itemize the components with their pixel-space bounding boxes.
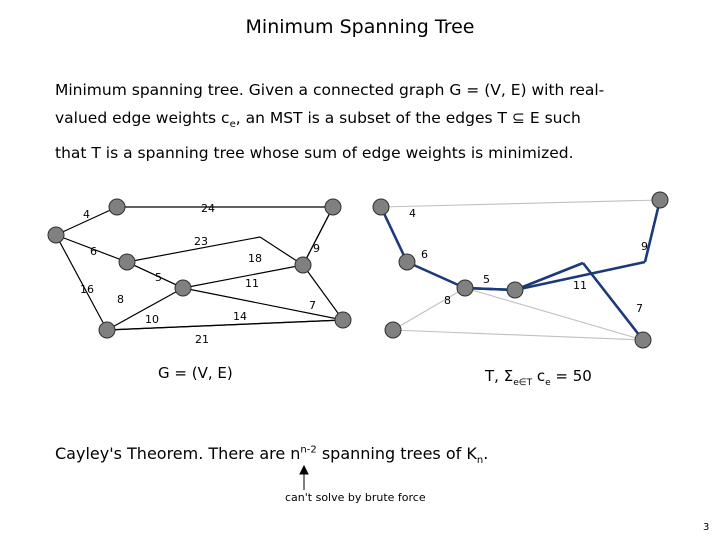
- graph-edge: [106, 319, 344, 331]
- edge-weight: 6: [90, 245, 97, 258]
- edge-weight: 21: [195, 333, 209, 346]
- graph-edge: [302, 206, 334, 266]
- definition-term: Minimum spanning tree.: [55, 81, 244, 99]
- graph-node: [634, 331, 652, 349]
- tree-caption-value: = 50: [550, 367, 592, 385]
- graph-node: [372, 198, 390, 216]
- edge-weight: 8: [117, 293, 124, 306]
- mst-edge: [643, 199, 662, 263]
- graph-node: [294, 256, 312, 274]
- definition-line3: that T is a spanning tree whose sum of e…: [55, 144, 574, 163]
- graph-node: [118, 253, 136, 271]
- graph-edge: [464, 287, 644, 341]
- tree-caption-sub: e∈T: [513, 378, 533, 388]
- mst-edges: [379, 199, 662, 341]
- graph-node: [506, 281, 524, 299]
- tree-caption: T, Σe∈T ce = 50: [485, 367, 592, 388]
- cayley-text-b: spanning trees of K: [316, 444, 477, 463]
- graph-t-nodes: [372, 191, 669, 349]
- graph-edge: [259, 236, 304, 266]
- edge-weight: 4: [83, 208, 90, 221]
- note-arrow: [299, 464, 309, 490]
- graph-node: [174, 279, 192, 297]
- edge-weight: 7: [636, 302, 643, 315]
- edge-weight: 9: [641, 240, 648, 253]
- definition-line2c: E such: [524, 109, 581, 127]
- cayley-subscript: n: [476, 455, 484, 467]
- edge-weight: 6: [421, 248, 428, 261]
- edge-weight: 14: [233, 310, 247, 323]
- graph-node: [398, 253, 416, 271]
- definition-line2b: , an MST is a subset of the edges T: [235, 109, 512, 127]
- graph-node: [334, 311, 352, 329]
- edge-weight: 8: [444, 294, 451, 307]
- slide-title: Minimum Spanning Tree: [245, 16, 475, 38]
- edge-weight: 4: [409, 207, 416, 220]
- tree-caption-prefix: T,: [485, 367, 504, 385]
- edge-weight: 9: [313, 242, 320, 255]
- mst-edge: [406, 260, 466, 290]
- edge-weight: 23: [194, 235, 208, 248]
- mst-definition: Minimum spanning tree. Given a connected…: [55, 76, 695, 167]
- cayley-text-c: .: [483, 444, 489, 463]
- edge-weight: 7: [309, 299, 316, 312]
- graph-node: [651, 191, 669, 209]
- definition-line2-sub: e: [229, 119, 236, 131]
- graph-node: [108, 198, 126, 216]
- graph-edge: [55, 234, 108, 331]
- graph-node: [456, 279, 474, 297]
- graph-edge: [55, 206, 118, 236]
- graph-edge: [392, 329, 644, 341]
- mst-edge: [581, 262, 645, 341]
- graph-edge: [182, 264, 304, 289]
- edge-weight: 5: [483, 273, 490, 286]
- mst-edge: [379, 206, 409, 263]
- mst-edge: [514, 261, 584, 292]
- cayley-exponent: n-2: [300, 444, 317, 456]
- graph-g: [55, 206, 344, 331]
- edge-weight: 11: [573, 279, 587, 292]
- graph-g-weights: 24 4 23 9 18 6 5 16 8 11 10 14 7 21: [80, 202, 320, 346]
- graph-edge: [106, 287, 184, 331]
- graph-g-nodes: [47, 198, 352, 339]
- definition-line1: Given a connected graph G = (V, E) with …: [243, 81, 605, 99]
- edge-weight: 16: [80, 283, 94, 296]
- brute-force-note: can't solve by brute force: [285, 491, 426, 504]
- tree-caption-suffix-sub: e: [545, 378, 551, 388]
- mst-edge: [514, 260, 646, 292]
- graph-edge: [392, 287, 466, 331]
- graph-node: [47, 226, 65, 244]
- sigma-symbol: Σ: [503, 367, 514, 385]
- edge-weight: 18: [248, 252, 262, 265]
- graph-edge: [126, 236, 261, 263]
- edge-weight: 5: [155, 271, 162, 284]
- graph-edge: [182, 287, 344, 321]
- edge-weight: 11: [245, 277, 259, 290]
- edge-weight: 10: [145, 313, 159, 326]
- page-number: 3: [703, 522, 710, 533]
- graph-caption: G = (V, E): [158, 364, 233, 382]
- cayley-term: Cayley's Theorem.: [55, 444, 204, 463]
- graph-node: [384, 321, 402, 339]
- cayley-theorem: Cayley's Theorem. There are nn-2 spannin…: [55, 444, 488, 466]
- edge-weight: 24: [201, 202, 215, 215]
- cayley-text-a: There are n: [203, 444, 301, 463]
- tree-caption-suffix: c: [532, 367, 546, 385]
- graph-node: [98, 321, 116, 339]
- subset-symbol: ⊆: [511, 109, 525, 127]
- graph-edge: [380, 199, 661, 208]
- graph-edge: [55, 234, 128, 263]
- graph-t-weights: 4 6 5 8 9 11 7: [409, 207, 648, 315]
- graph-node: [324, 198, 342, 216]
- definition-line2a: valued edge weights c: [55, 109, 230, 127]
- graph-edge: [126, 261, 184, 289]
- graph-edge: [302, 264, 344, 321]
